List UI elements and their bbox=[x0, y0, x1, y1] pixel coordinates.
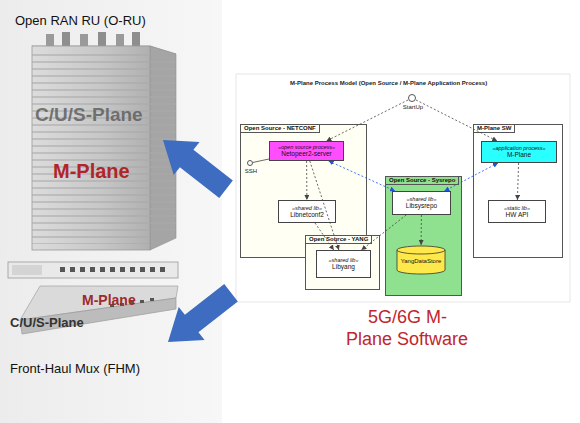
rack-unit bbox=[8, 262, 178, 278]
plane-label: M-Plane bbox=[82, 292, 136, 308]
connector bbox=[116, 34, 124, 46]
package: Open Source - YANG «shared lib»Libyang bbox=[305, 235, 380, 290]
port bbox=[130, 267, 135, 272]
library-box: «shared lib»Libnetconf2 bbox=[278, 200, 336, 223]
port bbox=[60, 267, 65, 272]
dependency-arrow bbox=[315, 223, 334, 250]
radio-unit-illustration bbox=[32, 32, 176, 250]
component-name: Libnetconf2 bbox=[290, 211, 324, 218]
port bbox=[140, 267, 145, 272]
dependency-arrow bbox=[444, 163, 498, 191]
stereotype-label: «static lib» bbox=[504, 205, 530, 211]
plane-label: Front-Haul Mux (FHM) bbox=[10, 362, 140, 377]
port bbox=[140, 300, 144, 303]
fhm-illustration bbox=[8, 262, 178, 334]
port bbox=[150, 298, 154, 301]
connector bbox=[132, 32, 140, 46]
port bbox=[80, 267, 85, 272]
library-box: «static lib»HW API bbox=[488, 200, 546, 223]
process-box: «application process»M-Plane bbox=[481, 141, 557, 163]
dependency-arrow bbox=[329, 161, 395, 191]
big-arrow bbox=[155, 276, 244, 358]
spacer bbox=[465, 306, 487, 328]
port bbox=[150, 267, 155, 272]
plane-label: C/U/S-Plane bbox=[35, 104, 143, 126]
fronthaul-mux: M-PlaneC/U/S-PlaneFront-Haul Mux (FHM) bbox=[6, 258, 186, 378]
caption-block: 5G/6G M-Plane Software bbox=[327, 306, 487, 350]
port bbox=[160, 267, 165, 272]
datastore-cylinder: YangDataStore bbox=[396, 245, 446, 275]
cylinder-rim bbox=[397, 250, 445, 254]
caption: 5G/6G M-Plane Software bbox=[346, 307, 468, 349]
node-label: SSH bbox=[242, 168, 260, 175]
package-title: Open Source - YANG bbox=[306, 236, 372, 244]
dependency-arrow bbox=[310, 161, 339, 250]
stereotype-label: «shared lib» bbox=[407, 196, 437, 202]
spacer bbox=[327, 306, 350, 328]
plane-label: C/U/S-Plane bbox=[10, 316, 84, 331]
plane-label: M-Plane bbox=[53, 160, 130, 183]
stereotype-label: «shared lib» bbox=[329, 257, 359, 263]
package-title: Open Source - NETCONF bbox=[241, 125, 320, 133]
component-name: Libyang bbox=[332, 263, 355, 270]
connector bbox=[62, 32, 70, 46]
dependency-arrow bbox=[253, 159, 269, 162]
connector bbox=[46, 34, 54, 46]
cylinder-body bbox=[397, 246, 445, 274]
radio-unit: Open RAN RU (O-RU) C/U/S-PlaneM-Plane bbox=[15, 14, 185, 254]
interface-circle: SSH bbox=[247, 160, 253, 166]
stereotype-label: «shared lib» bbox=[292, 205, 322, 211]
diagram-frame bbox=[236, 74, 570, 302]
stereotype-label: «open source process» bbox=[278, 144, 335, 150]
cooling-fins bbox=[32, 54, 150, 244]
dependency-arrow bbox=[517, 163, 518, 200]
connector bbox=[98, 32, 106, 46]
package: Open Source - Sysrepo «shared lib»Libsysr… bbox=[385, 176, 462, 296]
dependency-arrow bbox=[416, 100, 497, 141]
dependency-arrow bbox=[306, 161, 307, 200]
library-box: «shared lib»Libyang bbox=[316, 250, 371, 278]
package: M-Plane SW «application process»M-Plane «s… bbox=[473, 124, 563, 258]
port bbox=[70, 267, 75, 272]
start-node: StartUp bbox=[408, 94, 416, 102]
datastore-name: YangDataStore bbox=[396, 258, 446, 265]
library-box: «shared lib»Libsysrepo bbox=[392, 191, 451, 215]
left-panel bbox=[0, 0, 222, 423]
diagram-title: M-Plane Process Model (Open Source / M-P… bbox=[290, 80, 487, 87]
node-label: StartUp bbox=[397, 104, 429, 111]
dependency-arrow bbox=[421, 215, 422, 245]
stereotype-label: «application process» bbox=[492, 145, 545, 151]
dependency-arrow bbox=[326, 100, 408, 141]
component-name: M-Plane bbox=[507, 151, 531, 158]
port bbox=[110, 267, 115, 272]
component-name: HW API bbox=[506, 211, 529, 218]
package-title: M-Plane SW bbox=[474, 125, 515, 133]
big-arrow bbox=[150, 123, 239, 205]
port bbox=[120, 267, 125, 272]
component-name: Netopeer2-server bbox=[281, 150, 332, 157]
component-name: Libsysrepo bbox=[406, 202, 437, 209]
port bbox=[90, 267, 95, 272]
rack-panel bbox=[12, 265, 42, 275]
connector bbox=[80, 34, 88, 46]
front-face bbox=[32, 46, 150, 250]
process-box: «open source process»Netopeer2-server bbox=[269, 141, 344, 161]
package-title: Open Source - Sysrepo bbox=[386, 177, 459, 185]
port bbox=[100, 267, 105, 272]
device-title: Open RAN RU (O-RU) bbox=[15, 14, 146, 29]
dependency-arrow bbox=[361, 215, 406, 250]
